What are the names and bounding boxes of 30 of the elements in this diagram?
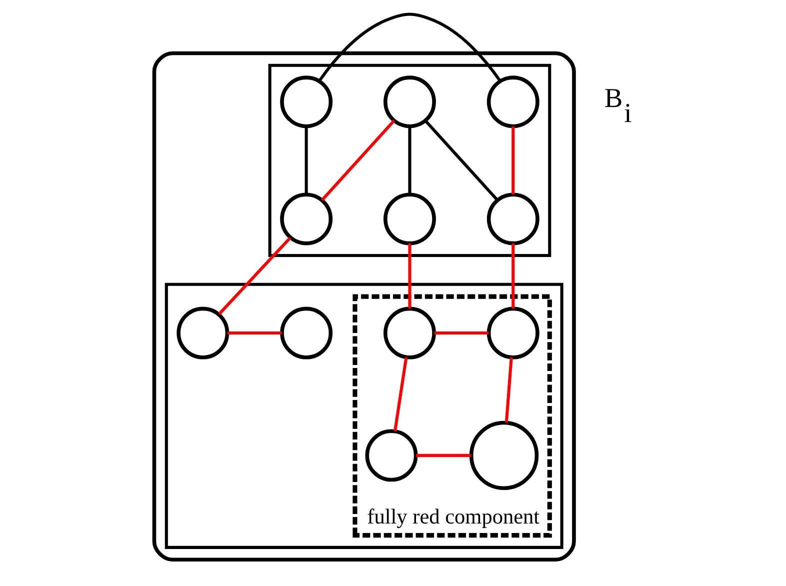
- cluster: [268, 64, 552, 257]
- connector: [393, 357, 408, 432]
- connector: [318, 12, 502, 82]
- connector: [408, 244, 412, 309]
- node-circle: [384, 192, 436, 246]
- connector: [321, 120, 396, 201]
- connector: [504, 357, 513, 423]
- cluster: [164, 282, 564, 549]
- cluster: fully red component: [352, 294, 552, 538]
- cluster: [152, 51, 576, 562]
- node-circle: [280, 76, 333, 128]
- node-circle: [486, 76, 540, 128]
- node-circle: [365, 429, 418, 482]
- connector: [424, 120, 498, 201]
- connector: [228, 332, 282, 335]
- node-circle: [486, 306, 540, 360]
- node-circle: [384, 76, 436, 128]
- connector: [512, 244, 515, 309]
- connector: [416, 454, 472, 457]
- node-circle: [280, 306, 333, 360]
- connector: [512, 126, 515, 194]
- node-circle: [486, 192, 540, 246]
- node-circle: [176, 306, 230, 360]
- node-circle: [469, 420, 539, 490]
- connector: [408, 126, 412, 194]
- connector: [218, 236, 292, 315]
- node-circle: [280, 192, 333, 246]
- connector: [434, 332, 489, 335]
- node-circle: [384, 306, 436, 360]
- connector: [304, 126, 308, 194]
